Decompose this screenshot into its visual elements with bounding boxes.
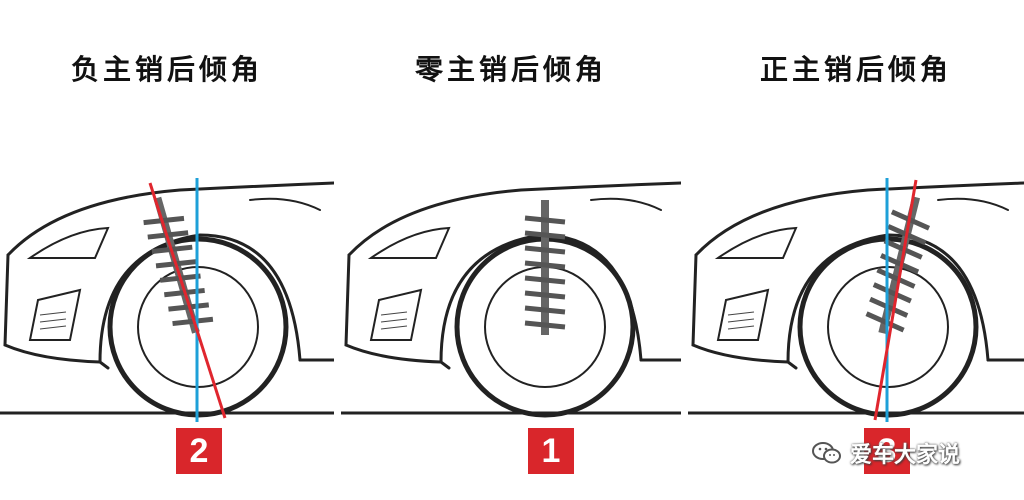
body-lower [5, 255, 108, 368]
grille-vent [718, 290, 768, 340]
grille-mesh [728, 312, 754, 329]
divider [681, 0, 688, 500]
panel-zero-caster: 零主销后倾角 1 [341, 0, 681, 500]
wechat-icon [812, 440, 842, 466]
grille-mesh [40, 312, 66, 329]
headlight [371, 228, 449, 258]
divider [334, 0, 341, 500]
side-crease [250, 199, 320, 210]
body-lower [346, 255, 449, 368]
side-crease [591, 199, 661, 210]
watermark: 爱车大家说 [812, 438, 960, 468]
headlight [718, 228, 796, 258]
badge: 2 [176, 428, 222, 474]
body-lower [693, 255, 796, 368]
headlight [30, 228, 108, 258]
panel-positive-caster: 正主销后倾角 3 [688, 0, 1024, 500]
car-front-diagram [341, 0, 681, 500]
grille-vent [30, 290, 80, 340]
side-crease [938, 199, 1008, 210]
badge: 1 [528, 428, 574, 474]
panel-negative-caster: 负主销后倾角 2 [0, 0, 334, 500]
car-front-diagram [0, 0, 334, 500]
grille-vent [371, 290, 421, 340]
watermark-text: 爱车大家说 [850, 437, 960, 469]
car-front-diagram [688, 0, 1024, 500]
grille-mesh [381, 312, 407, 329]
